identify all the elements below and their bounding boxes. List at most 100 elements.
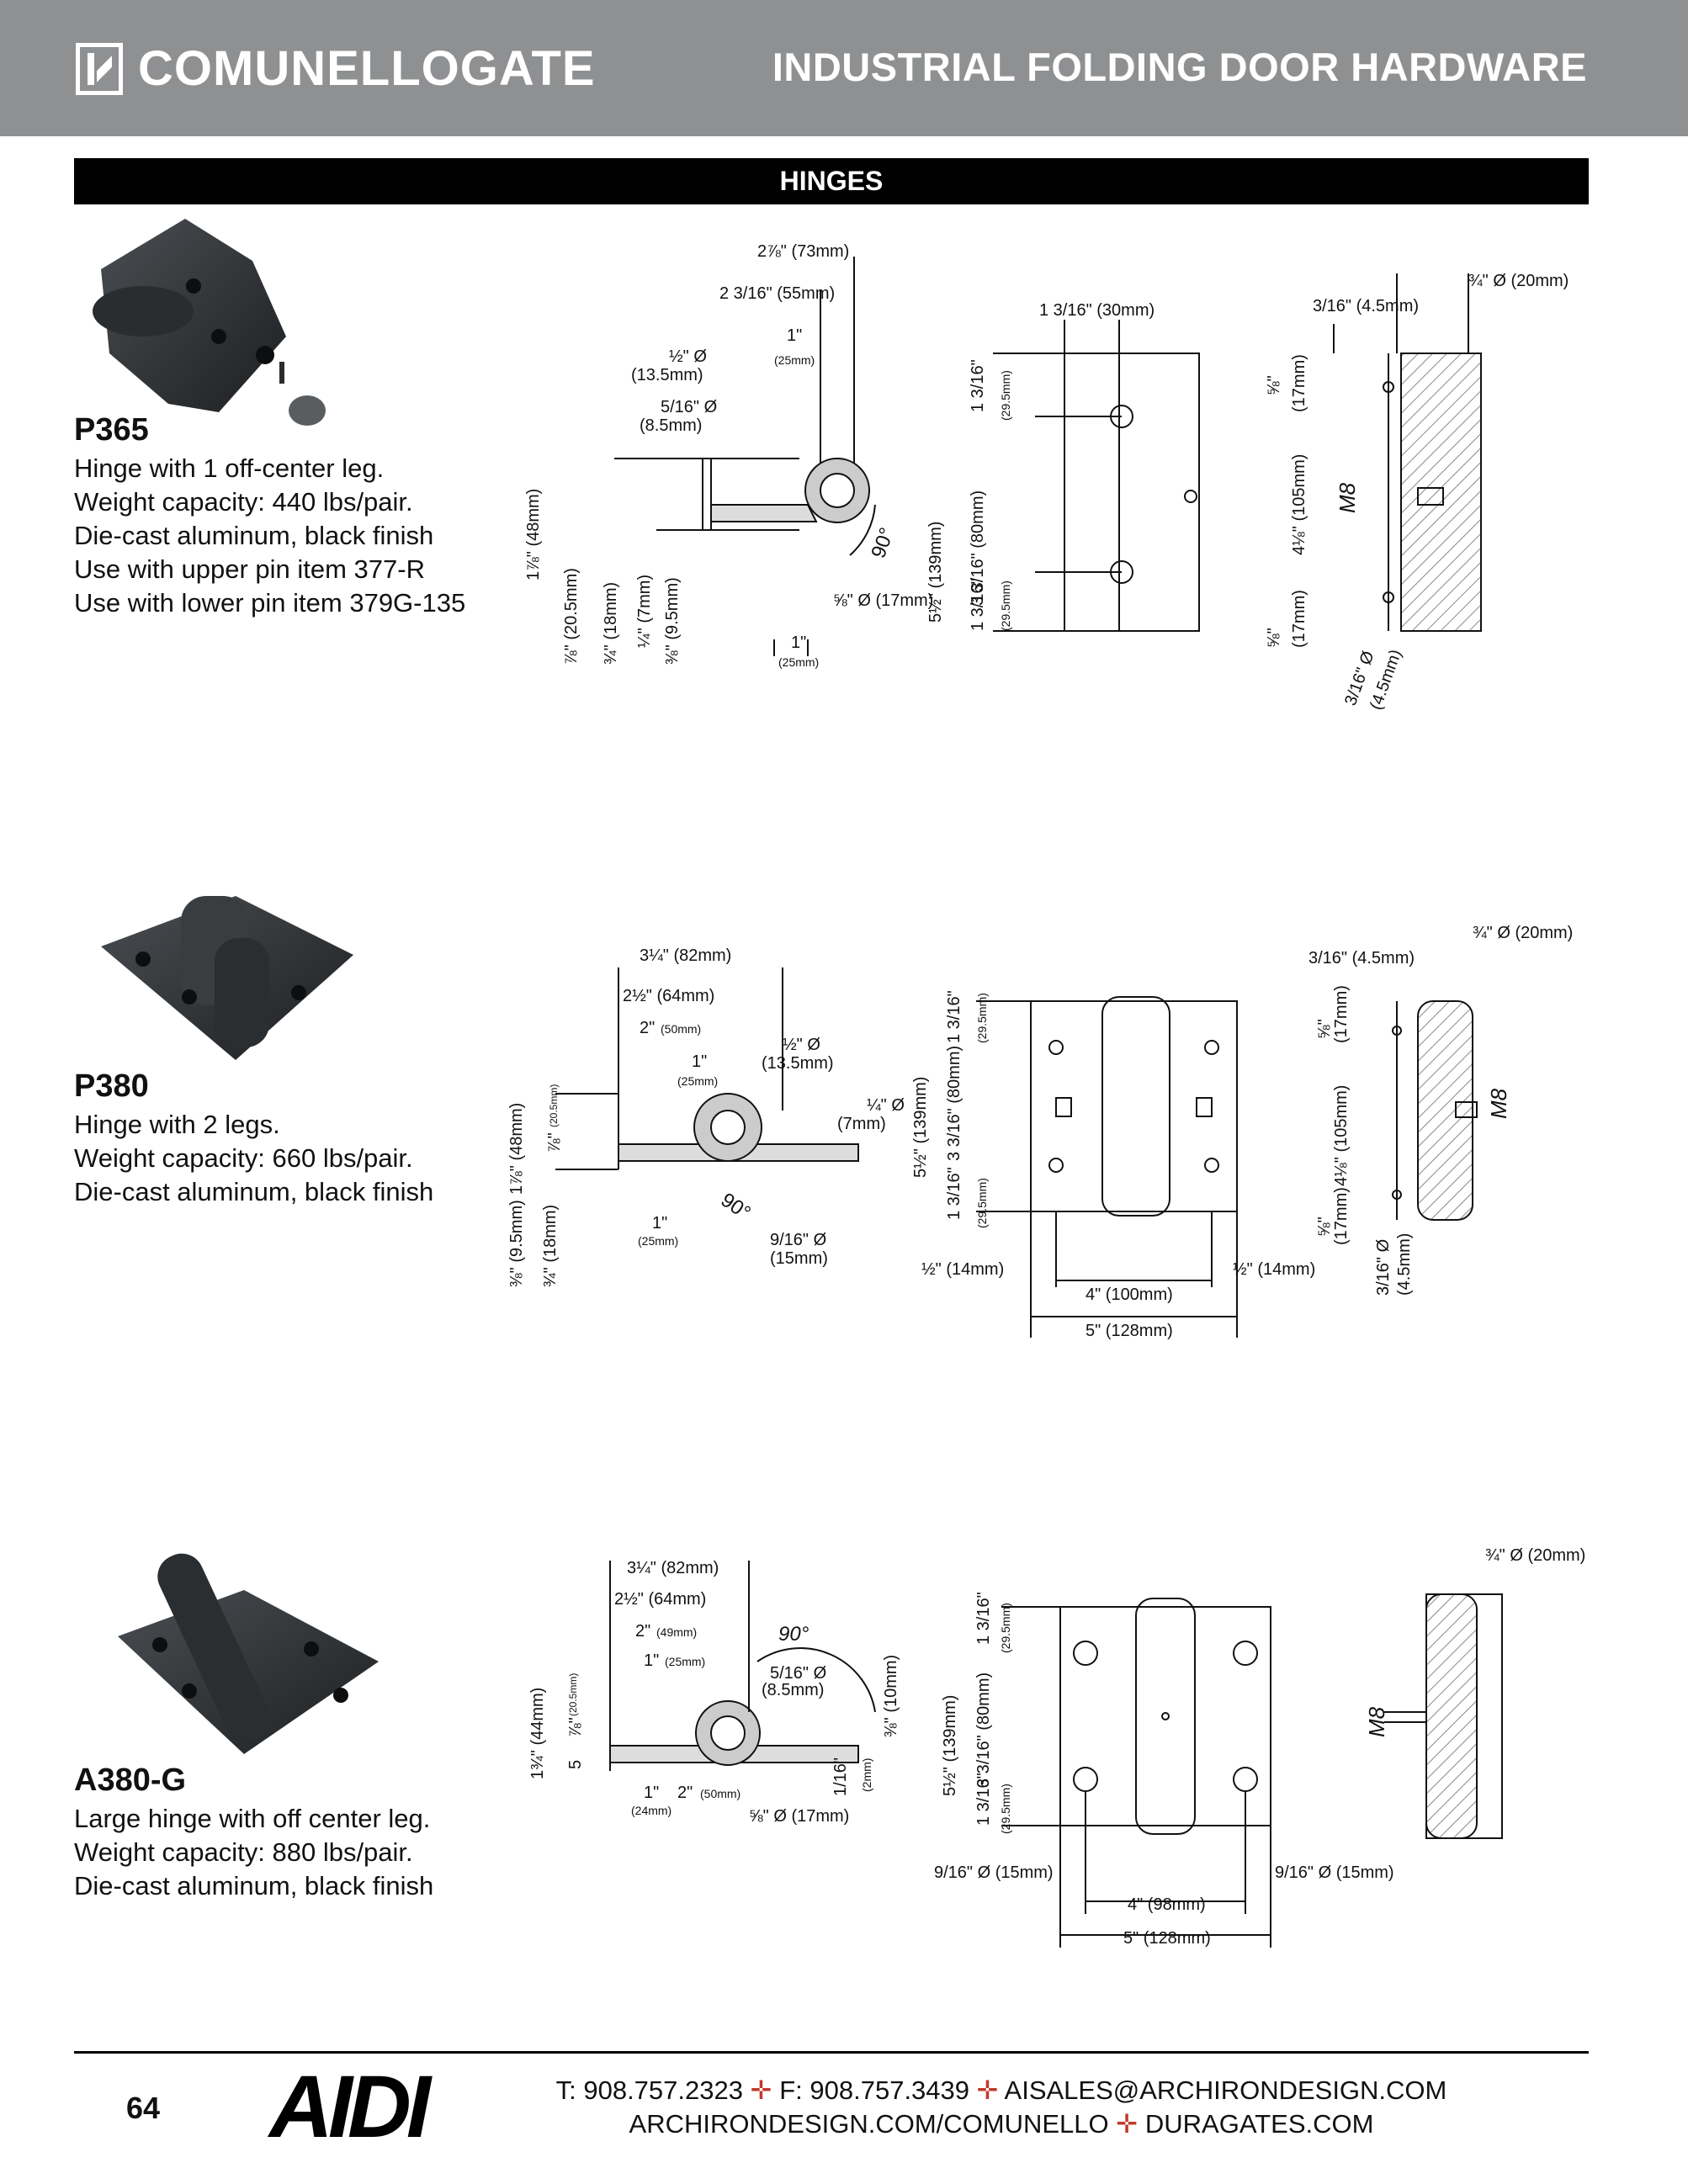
dim-label: 1⅞" (48mm) — [524, 489, 543, 580]
product-desc-line: Die-cast aluminum, black finish — [74, 1177, 434, 1206]
dim-label: (8.5mm) — [762, 1681, 824, 1699]
dim-label: (15mm) — [770, 1249, 828, 1268]
dim-label: 2½" (64mm) — [614, 1590, 706, 1609]
product-desc-line: Large hinge with off center leg. — [74, 1804, 431, 1833]
p365-photo — [93, 219, 326, 426]
product-desc-line: Die-cast aluminum, black finish — [74, 1871, 434, 1900]
dim-label: 1" — [644, 1784, 659, 1802]
dim-label: ½" Ø — [783, 1036, 820, 1054]
dim-label: 9/16" Ø (15mm) — [1275, 1863, 1394, 1882]
dim-label: (13.5mm) — [631, 366, 703, 384]
separator-icon: ✛ — [976, 2075, 999, 2105]
product-desc-line: Weight capacity: 440 lbs/pair. — [74, 487, 413, 517]
dim-label: M8 — [1486, 1088, 1511, 1119]
dim-label: M8 — [1364, 1706, 1389, 1737]
dim-label: (7mm) — [837, 1115, 886, 1133]
product-desc-line: Die-cast aluminum, black finish — [74, 521, 434, 550]
dim-label: 1" — [652, 1214, 667, 1232]
dim-label: 5/16" Ø — [661, 398, 717, 416]
dim-label: ⅝" Ø (17mm) — [749, 1807, 849, 1826]
dim-label: 1" — [787, 326, 802, 345]
dim-label: 3/16" (4.5mm) — [1308, 949, 1415, 967]
dim-label: ⅜" (9.5mm) — [663, 577, 682, 665]
dim-label: ¾" (18mm) — [602, 582, 620, 665]
dim-label: ⅞" — [545, 1132, 564, 1153]
dim-label: ⅜" (9.5mm) — [507, 1200, 526, 1287]
contact-line-2: ARCHIRONDESIGN.COM/COMUNELLO ✛ DURAGATES… — [539, 2107, 1464, 2141]
product-code: A380-G — [74, 1763, 187, 1798]
dim-label: ½" (14mm) — [921, 1260, 1004, 1279]
dim-label: 1" — [692, 1052, 707, 1071]
dim-label: 9/16" Ø (15mm) — [934, 1863, 1054, 1882]
contact-info: T: 908.757.2323 ✛ F: 908.757.3439 ✛ AISA… — [539, 2074, 1464, 2141]
dim-label: (2mm) — [860, 1758, 873, 1792]
dim-label: 1" — [791, 633, 806, 652]
dim-label: 4" (100mm) — [1086, 1285, 1173, 1304]
product-desc-line: Weight capacity: 880 lbs/pair. — [74, 1837, 413, 1867]
dim-label: ⅝" Ø (17mm) — [833, 591, 933, 610]
dim-label: 2" — [635, 1622, 650, 1641]
dim-label: 4⅛" (105mm) — [1332, 1085, 1351, 1186]
dim-label: (50mm) — [700, 1787, 740, 1800]
dim-label: 5" (128mm) — [1086, 1322, 1173, 1340]
dim-label: 90° — [867, 525, 899, 561]
dim-label: (50mm) — [661, 1022, 701, 1036]
dim-label: 3/16" (4.5mm) — [1313, 297, 1419, 315]
section-title: HINGES — [74, 158, 1589, 204]
product-a380g: A380-G Large hinge with off center leg. … — [74, 1763, 512, 1903]
p380-photo — [101, 896, 353, 1060]
separator-icon: ✛ — [750, 2075, 772, 2105]
dim-label: 1" — [644, 1651, 659, 1670]
dim-label: ¾" (18mm) — [541, 1205, 560, 1287]
dim-label: (25mm) — [778, 655, 819, 669]
dim-label: 5/16" Ø — [770, 1664, 826, 1683]
dim-label: 3 3/16" (80mm) — [969, 490, 987, 606]
dim-label: 1 3/16" — [945, 990, 963, 1043]
footer-rule — [74, 2051, 1589, 2054]
separator-icon: ✛ — [1116, 2109, 1139, 2139]
product-p365: P365 Hinge with 1 off-center leg. Weight… — [74, 412, 512, 620]
dim-label: (29.5mm) — [999, 1784, 1012, 1834]
dim-label: 5½" (139mm) — [941, 1695, 959, 1796]
product-p380: P380 Hinge with 2 legs. Weight capacity:… — [74, 1068, 512, 1209]
dim-label: 1 3/16" — [969, 359, 987, 412]
dim-label: (24mm) — [631, 1804, 671, 1817]
dim-label: 1¾" (44mm) — [528, 1688, 547, 1779]
dim-label: ⅞" (20.5mm) — [562, 568, 581, 665]
product-desc-line: Hinge with 2 legs. — [74, 1110, 280, 1139]
dim-label: 5½" (139mm) — [911, 1077, 930, 1178]
dim-label: (29.5mm) — [999, 580, 1012, 631]
dim-label: ⅝" — [1315, 1019, 1334, 1039]
dim-label: (29.5mm) — [975, 993, 989, 1043]
aidi-logo: AIDI — [267, 2058, 438, 2156]
header-title: INDUSTRIAL FOLDING DOOR HARDWARE — [772, 45, 1587, 89]
brand-name: COMUNELLOGATE — [138, 41, 596, 96]
page-number: 64 — [126, 2091, 161, 2125]
website-link[interactable]: ARCHIRONDESIGN.COM/COMUNELLO — [629, 2109, 1109, 2139]
product-desc-line: Use with upper pin item 377-R — [74, 554, 425, 584]
dim-label: 1 3/16" — [974, 1773, 993, 1826]
dim-label: 3¼" (82mm) — [627, 1559, 719, 1577]
dim-label: ⅝" — [1265, 628, 1283, 648]
dim-label: ¼" Ø — [867, 1096, 905, 1115]
dim-label: (20.5mm) — [548, 1084, 560, 1127]
dim-label: M8 — [1335, 482, 1360, 513]
dim-label: 90° — [778, 1623, 809, 1646]
dim-label: ¾" Ø (20mm) — [1473, 924, 1573, 942]
website-link[interactable]: DURAGATES.COM — [1144, 2109, 1374, 2139]
dim-label: (25mm) — [665, 1655, 705, 1668]
dim-label: 4⅛" (105mm) — [1290, 454, 1308, 555]
dim-label: 1 3/16" — [945, 1167, 963, 1220]
p380-drawing: 3¼" (82mm) 2½" (64mm) 2" (50mm) 1" (25mm… — [507, 924, 1573, 1340]
dim-label: (17mm) — [1290, 354, 1308, 412]
dim-label: ½" Ø — [669, 347, 707, 366]
dim-label: 5" (128mm) — [1123, 1929, 1211, 1948]
brand-logo-icon — [76, 42, 123, 95]
dim-label: ¼" (7mm) — [635, 575, 654, 648]
email-link[interactable]: AISALES@ARCHIRONDESIGN.COM — [1004, 2075, 1447, 2105]
dim-label: 1 3/16" — [974, 1592, 993, 1645]
dim-label: 1/16" — [831, 1757, 850, 1796]
dim-label: 1⅞" (48mm) — [507, 1103, 526, 1195]
dim-label: 3 3/16" (80mm) — [945, 1046, 963, 1161]
dim-label: 3/16" Ø — [1374, 1239, 1393, 1296]
